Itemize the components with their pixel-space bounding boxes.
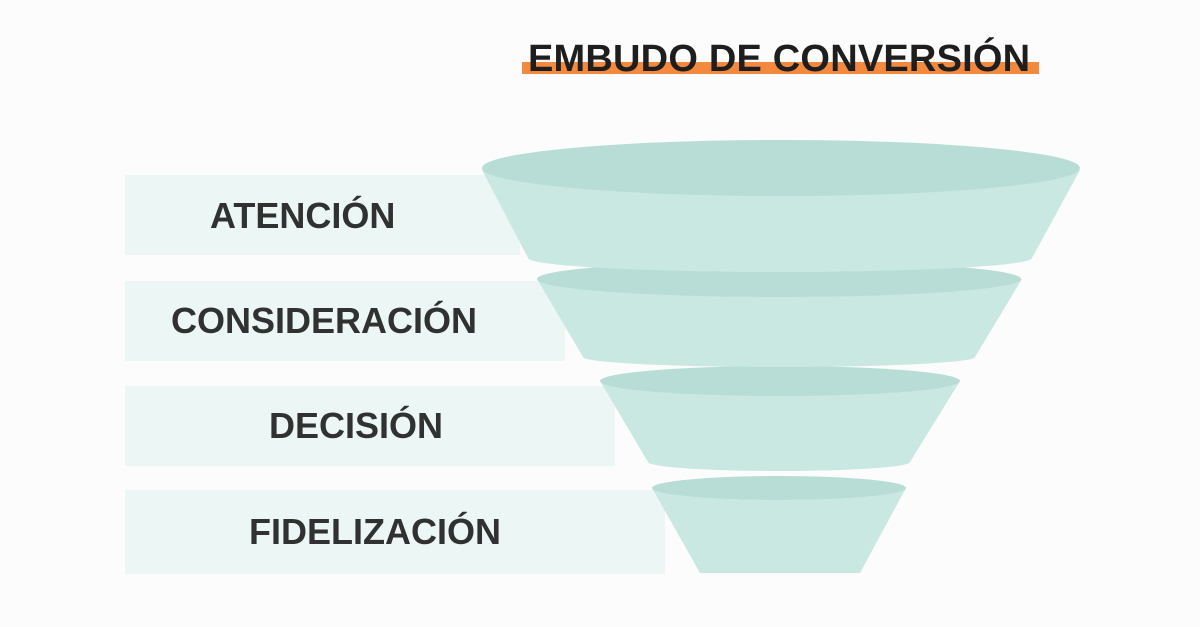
funnel-segment-consideration-body	[537, 279, 1022, 367]
funnel-segment-attention-top	[482, 140, 1080, 196]
stage-label-attention: ATENCIÓN	[210, 195, 396, 236]
funnel-segment-decision	[600, 366, 960, 471]
stage-label-loyalty: FIDELIZACIÓN	[249, 511, 501, 552]
stage-band-consideration	[125, 281, 565, 361]
title-accent-bar	[522, 62, 1039, 74]
page-title: EMBUDO DE CONVERSIÓN	[528, 38, 1031, 80]
funnel-segment-attention-body	[482, 170, 1080, 272]
funnel-segment-loyalty	[652, 476, 906, 573]
funnel-segment-decision-body	[600, 381, 960, 471]
stage-band-attention	[125, 175, 520, 255]
funnel-segment-loyalty-body	[652, 488, 906, 573]
funnel-segment-decision-top	[600, 366, 960, 396]
stage-label-decision: DECISIÓN	[269, 405, 444, 446]
funnel-segment-loyalty-top	[652, 476, 906, 500]
stage-label-consideration: CONSIDERACIÓN	[171, 300, 478, 341]
funnel-segment-consideration	[537, 261, 1022, 367]
stage-band-loyalty	[125, 490, 665, 574]
stage-band-decision	[125, 386, 615, 466]
funnel-segment-attention	[482, 140, 1080, 272]
